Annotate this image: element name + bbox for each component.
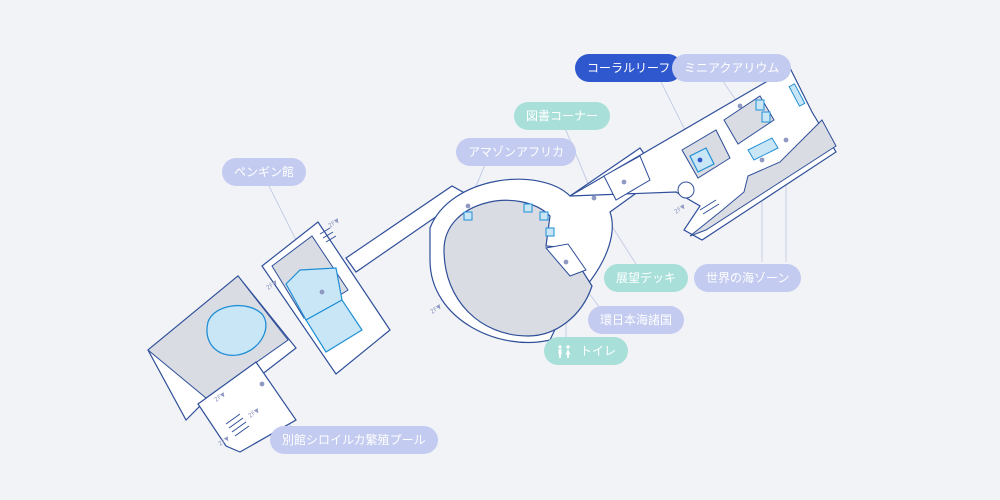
- floor-mark: 2F▼: [673, 203, 687, 216]
- main-hall: [429, 147, 661, 344]
- markers: [259, 103, 789, 387]
- japan-sea-tank: [443, 199, 593, 337]
- stairs-icon: [677, 181, 695, 199]
- label-japan-sea[interactable]: 環日本海諸国: [588, 306, 685, 334]
- label-coral-reef[interactable]: コーラルリーフ: [575, 54, 683, 82]
- stairs-icon: [319, 227, 337, 243]
- label-mini-aquarium[interactable]: ミニアクアリウム: [672, 54, 792, 82]
- penguin-pool: [285, 267, 343, 321]
- label-amazon-africa[interactable]: アマゾンアフリカ: [456, 138, 577, 166]
- dolphin-pool: [206, 304, 267, 356]
- east-wing: [569, 67, 837, 241]
- label-world-ocean[interactable]: 世界の海ゾーン: [694, 264, 802, 292]
- penguin-building: [261, 221, 391, 375]
- stairs-icon: [225, 413, 250, 437]
- toilet-icon: [558, 344, 571, 358]
- label-penguin[interactable]: ペンギン館: [222, 158, 307, 186]
- label-toilet-text: トイレ: [580, 344, 617, 358]
- label-observation-deck[interactable]: 展望デッキ: [604, 264, 689, 292]
- label-library[interactable]: 図書コーナー: [514, 102, 611, 130]
- floor-mark: 2F▼: [429, 303, 443, 316]
- floor-mark: 2F▼: [327, 217, 341, 230]
- label-toilet[interactable]: トイレ: [544, 337, 629, 365]
- label-annex-beluga[interactable]: 別館シロイルカ繁殖プール: [270, 426, 438, 454]
- annex-building: [147, 275, 297, 453]
